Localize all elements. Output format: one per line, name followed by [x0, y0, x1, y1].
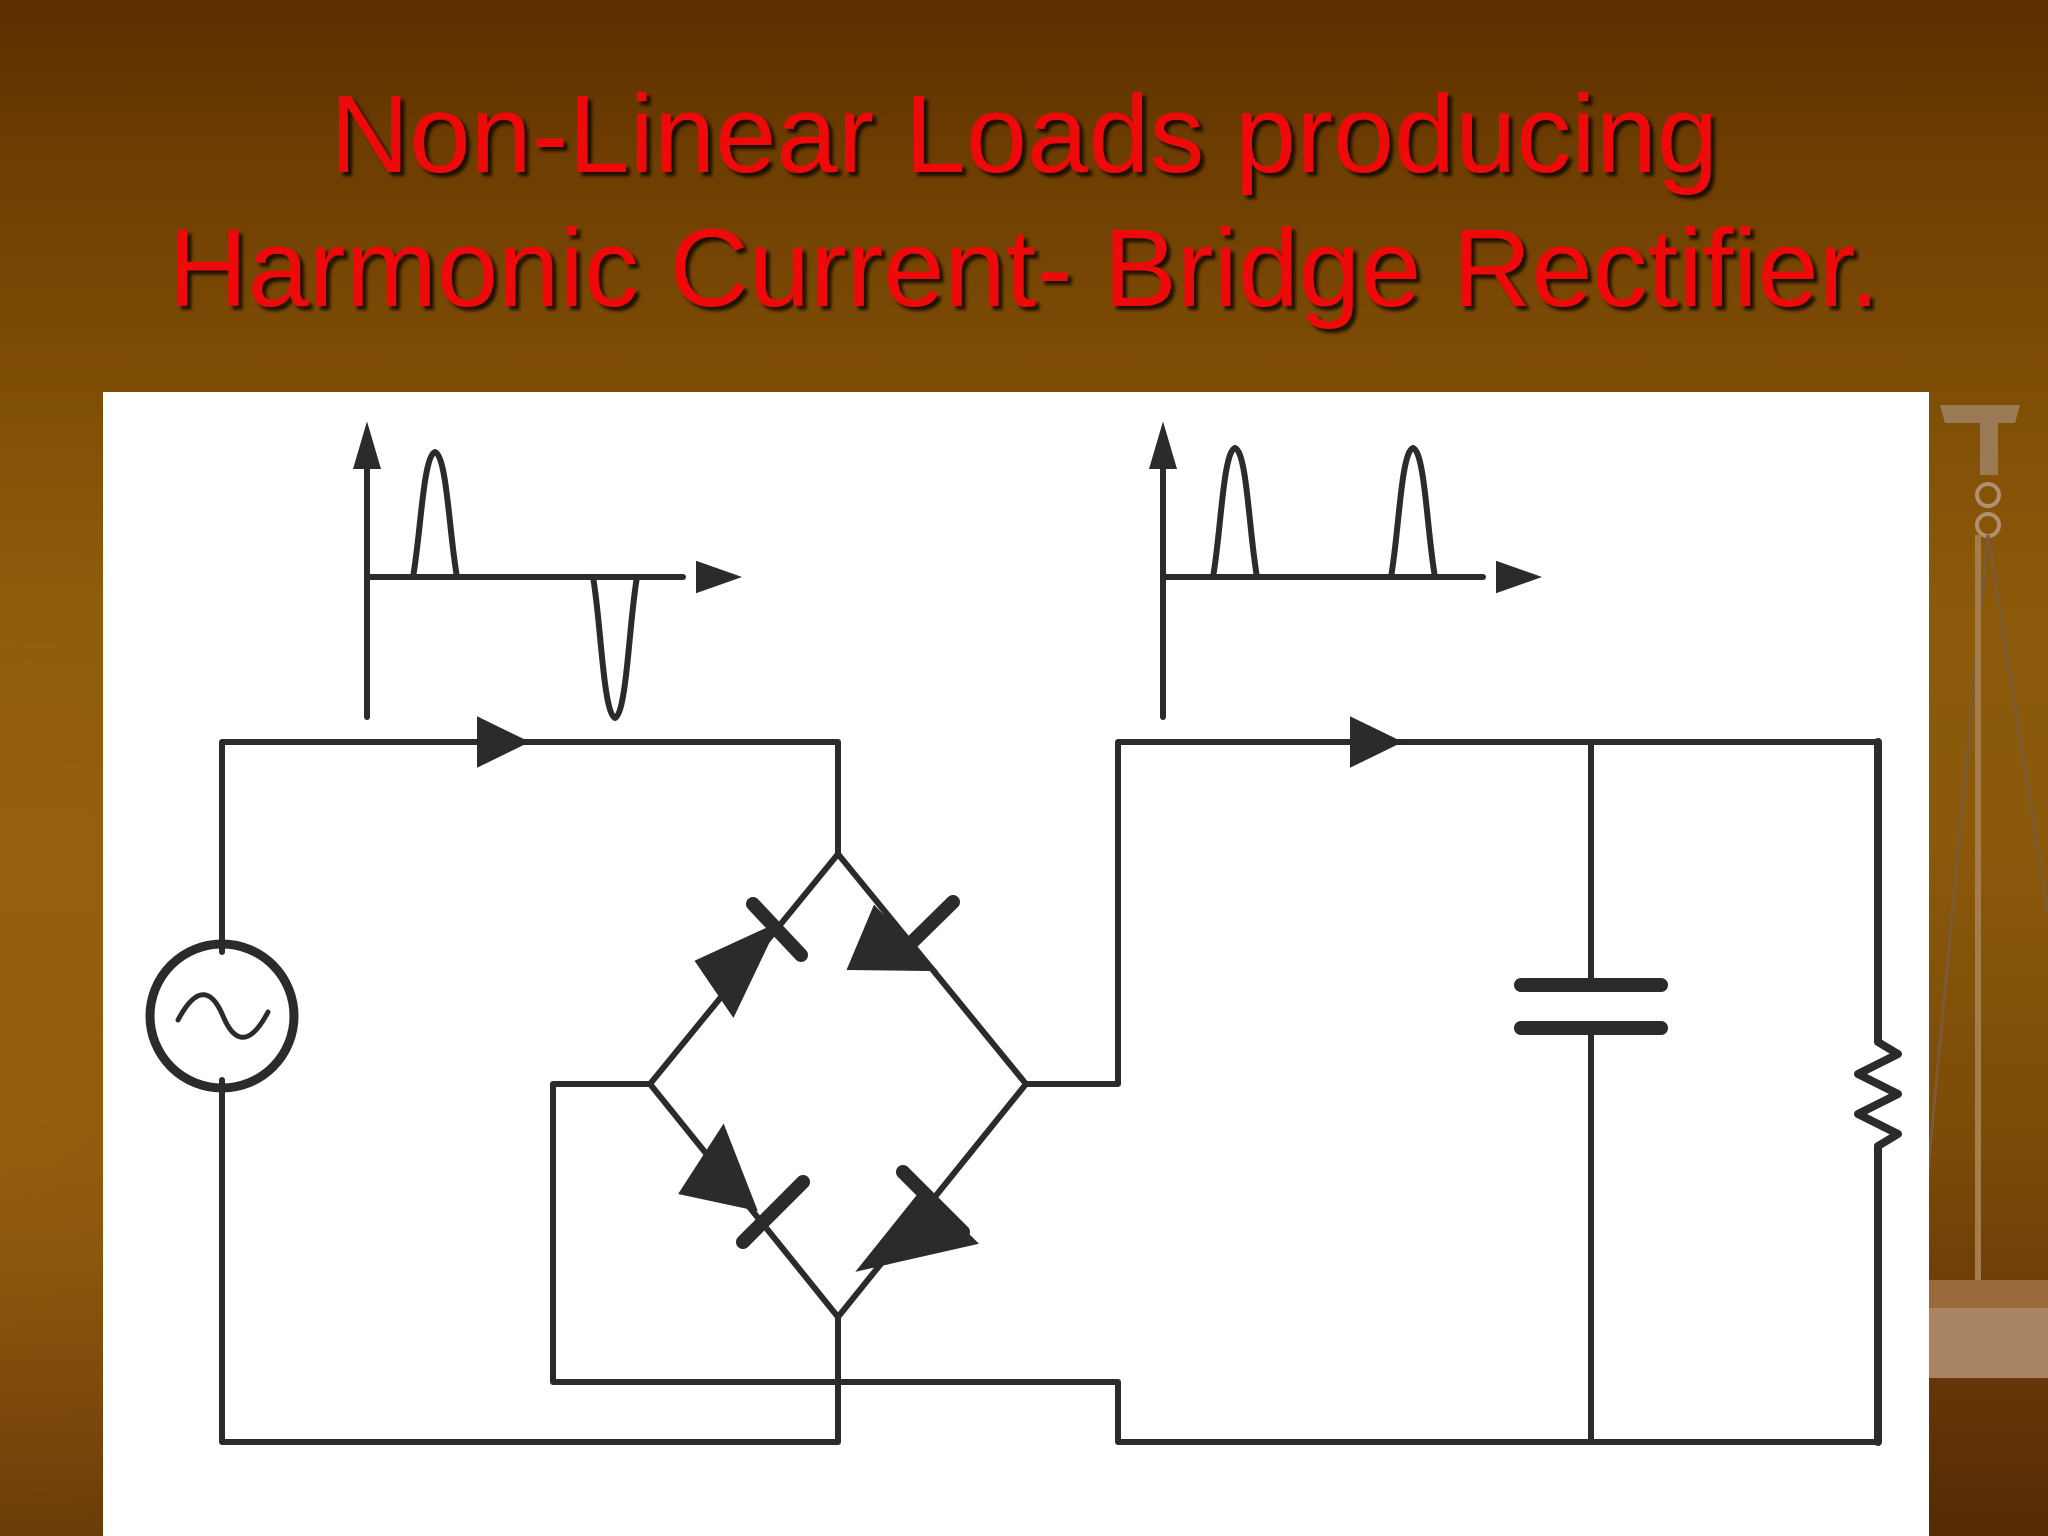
ac-axis-arrow-right-icon — [696, 560, 743, 594]
diode-upper-right-icon — [846, 895, 960, 972]
dc-axis-arrow-right-icon — [1496, 560, 1543, 594]
diode-upper-left-icon — [694, 897, 808, 1019]
diode-lower-left-icon — [678, 1123, 810, 1249]
diode-bridge — [550, 739, 1881, 1445]
dc-current-arrow-icon — [1350, 716, 1403, 768]
dc-current-waveform — [1160, 445, 1486, 720]
ac-axis-arrow-up-icon — [352, 421, 382, 469]
ac-side-wiring — [219, 739, 841, 1445]
slide-title-line-1: Non-Linear Loads producing — [329, 73, 1719, 196]
resistor-icon — [1854, 738, 1902, 1446]
ac-current-arrow-icon — [477, 716, 530, 768]
slide-title-line-2: Harmonic Current- Bridge Rectifier. — [168, 207, 1880, 330]
ac-current-waveform — [364, 449, 686, 721]
slide-title: Non-Linear Loads producing Harmonic Curr… — [0, 68, 2048, 336]
justice-scale-icon — [1910, 405, 2048, 1378]
diode-lower-right-icon — [855, 1165, 979, 1272]
capacitor-icon — [1514, 739, 1668, 1445]
rectifier-diagram — [103, 392, 1929, 1536]
ac-source-icon — [145, 939, 299, 1093]
dc-axis-arrow-up-icon — [1148, 421, 1178, 469]
